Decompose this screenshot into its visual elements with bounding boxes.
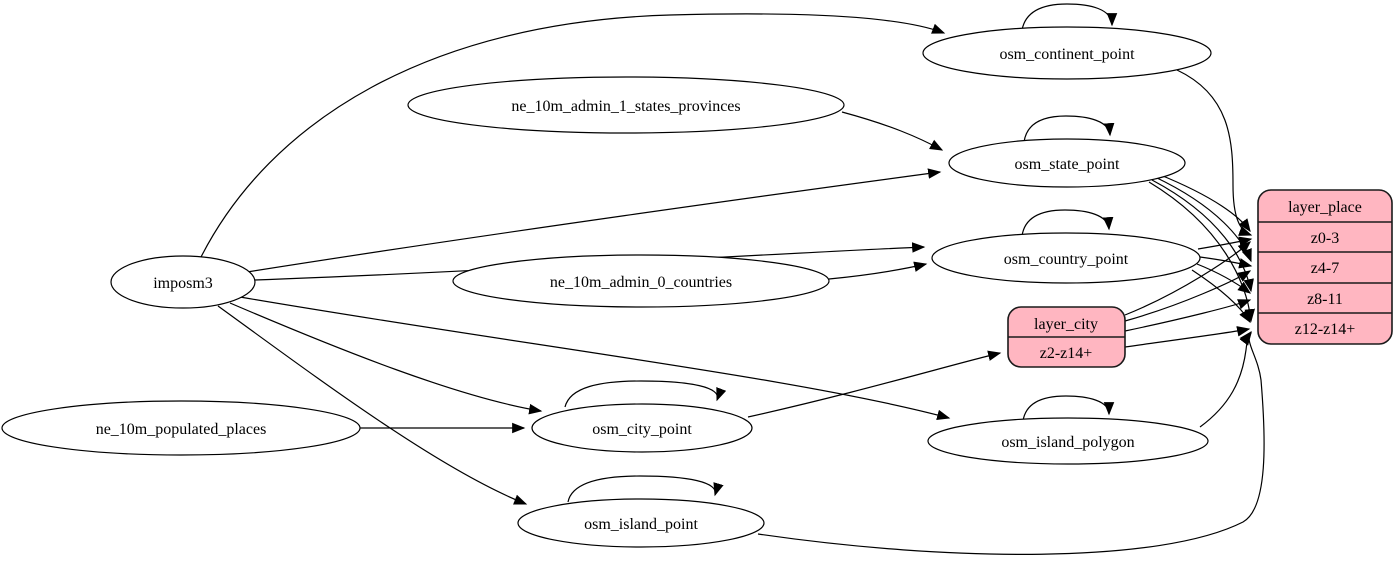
edge-osm_island_point-layer_place-z12-z14+ bbox=[757, 330, 1265, 555]
layer_place-row-z4-7: z4-7 bbox=[1311, 260, 1339, 277]
edge-osm_state_point-layer_place-z0-3 bbox=[1157, 173, 1251, 233]
imposm3-ellipse bbox=[110, 255, 256, 309]
osm_island_polygon-ellipse bbox=[927, 417, 1209, 465]
ne_10m_admin_1_states_provinces-ellipse bbox=[407, 76, 845, 134]
self-loop-osm_city_point bbox=[564, 380, 727, 408]
ne_10m_admin_0_countries-label: ne_10m_admin_0_countries bbox=[550, 274, 732, 291]
edge-layer_city-layer_place-z12-z14+ bbox=[1124, 326, 1251, 348]
node-osm_city_point: osm_city_point bbox=[531, 403, 753, 453]
osm_country_point-ellipse bbox=[931, 232, 1201, 284]
edge-imposm3-osm_city_point bbox=[229, 302, 543, 415]
node-layer_place: layer_place z0-3 z4-7 z8-11 z12-z14+ bbox=[1257, 189, 1393, 345]
node-osm_state_point: osm_state_point bbox=[948, 138, 1186, 188]
ne_10m_populated_places-ellipse bbox=[1, 400, 361, 456]
imposm3-label: imposm3 bbox=[153, 275, 213, 292]
layer_city-row-z2-z14: z2-z14+ bbox=[1040, 345, 1093, 362]
osm_island_point-ellipse bbox=[517, 498, 765, 548]
osm_island_polygon-label: osm_island_polygon bbox=[1001, 434, 1134, 451]
edge-ne_10m_admin_0_countries-osm_country_point bbox=[828, 261, 928, 280]
edge-imposm3-osm_island_point bbox=[217, 305, 528, 505]
self-loop-osm_island_point bbox=[567, 475, 724, 503]
layer_place-row-z12-z14: z12-z14+ bbox=[1295, 321, 1356, 338]
self-loop-osm_state_point bbox=[1023, 115, 1115, 143]
osm_island_point-label: osm_island_point bbox=[584, 516, 698, 533]
layer_place-row-z8-11: z8-11 bbox=[1307, 291, 1343, 308]
self-loop-osm_country_point bbox=[1021, 209, 1114, 237]
layer_city-title: layer_city bbox=[1034, 316, 1098, 333]
edge-ne_10m_admin_1_states_provinces-osm_state_point bbox=[841, 111, 944, 151]
osm_state_point-ellipse bbox=[948, 138, 1186, 188]
edge-osm_country_point-layer_place-z4-7 bbox=[1199, 256, 1253, 269]
node-osm_island_point: osm_island_point bbox=[517, 498, 765, 548]
osm_continent_point-ellipse bbox=[922, 26, 1212, 80]
layer_place-box bbox=[1257, 189, 1393, 345]
edge-osm_city_point-layer_city-z2-z14+ bbox=[747, 350, 1002, 418]
edge-layer_city-layer_place-z8-11 bbox=[1124, 299, 1252, 332]
node-layer_city: layer_city z2-z14+ bbox=[1007, 306, 1126, 368]
layer_place-title: layer_place bbox=[1288, 199, 1362, 216]
edge-imposm3-osm_state_point bbox=[246, 168, 942, 273]
edge-imposm3-osm_island_polygon bbox=[239, 296, 951, 421]
ne_10m_populated_places-label: ne_10m_populated_places bbox=[96, 421, 267, 438]
node-ne_10m_admin_1_states_provinces: ne_10m_admin_1_states_provinces bbox=[407, 76, 845, 134]
edge-layer_city-layer_place-z0-3 bbox=[1124, 241, 1251, 316]
node-osm_island_polygon: osm_island_polygon bbox=[927, 417, 1209, 465]
node-osm_continent_point: osm_continent_point bbox=[922, 26, 1212, 80]
osm_city_point-label: osm_city_point bbox=[592, 421, 692, 438]
node-ne_10m_admin_0_countries: ne_10m_admin_0_countries bbox=[452, 254, 830, 308]
edge-layer_city-layer_place-z4-7 bbox=[1124, 270, 1252, 322]
ne_10m_admin_0_countries-ellipse bbox=[452, 254, 830, 308]
self-loop-osm_island_polygon bbox=[1022, 395, 1115, 422]
edge-imposm3-osm_continent_point bbox=[199, 13, 946, 260]
layer_place-row-z0-3: z0-3 bbox=[1311, 230, 1339, 247]
node-imposm3: imposm3 bbox=[110, 255, 256, 309]
self-loop-osm_continent_point bbox=[1021, 3, 1118, 31]
osm_continent_point-label: osm_continent_point bbox=[999, 46, 1135, 63]
node-ne_10m_populated_places: ne_10m_populated_places bbox=[1, 400, 361, 456]
osm_country_point-label: osm_country_point bbox=[1004, 251, 1129, 268]
osm_city_point-ellipse bbox=[531, 403, 753, 453]
edge-osm_country_point-layer_place-z0-3 bbox=[1197, 236, 1253, 250]
osm_state_point-label: osm_state_point bbox=[1015, 156, 1120, 173]
node-osm_country_point: osm_country_point bbox=[931, 232, 1201, 284]
ne_10m_admin_1_states_provinces-label: ne_10m_admin_1_states_provinces bbox=[511, 98, 740, 115]
